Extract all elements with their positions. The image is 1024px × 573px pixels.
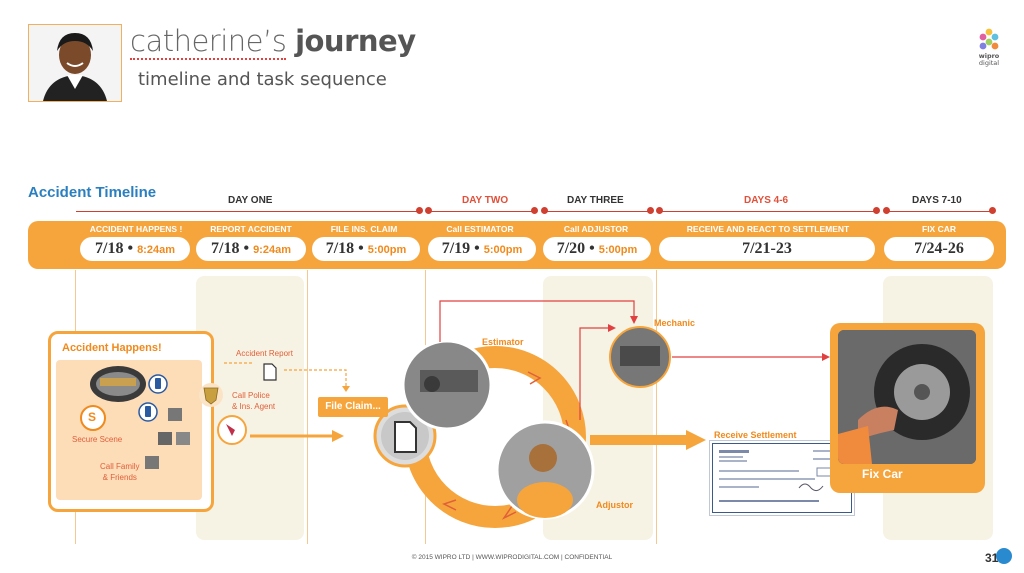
step-date: 7/18 bbox=[211, 240, 240, 257]
column-guide bbox=[656, 270, 657, 544]
step-date-pill: 7/24-26 bbox=[884, 237, 994, 261]
phone-icon bbox=[138, 402, 158, 422]
step-date-pill: 7/18 • 8:24am bbox=[80, 237, 190, 261]
timeline-marker bbox=[873, 207, 880, 214]
police-badge-icon bbox=[199, 383, 223, 407]
call-police-label: Call Police & Ins. Agent bbox=[232, 391, 276, 411]
footer-text: © 2015 WIPRO LTD | WWW.WIPRODIGITAL.COM … bbox=[411, 554, 613, 561]
day-divider-line bbox=[661, 211, 874, 212]
wipro-logo-icon bbox=[972, 26, 1006, 70]
day-label: DAY TWO bbox=[462, 195, 509, 206]
accident-report-label: Accident Report bbox=[236, 349, 293, 358]
step-date-pill: 7/19 • 5:00pm bbox=[428, 237, 536, 261]
step-date-pill: 7/20 • 5:00pm bbox=[543, 237, 651, 261]
step-time: 8:24am bbox=[137, 244, 175, 256]
phone-icon bbox=[148, 374, 168, 394]
day-label: DAY ONE bbox=[228, 195, 273, 206]
day-label: DAYS 7-10 bbox=[912, 195, 962, 206]
step-date: 7/21-23 bbox=[742, 240, 792, 257]
secure-scene-icon-letter: S bbox=[88, 410, 97, 424]
page-badge-icon bbox=[996, 548, 1012, 564]
day-divider-line bbox=[887, 211, 993, 212]
step-date-pill: 7/18 • 9:24am bbox=[196, 237, 306, 261]
step-time: 5:00pm bbox=[483, 244, 523, 256]
step-date: 7/18 bbox=[325, 240, 355, 257]
step-title: ACCIDENT HAPPENS ! bbox=[89, 224, 183, 234]
document-icon bbox=[263, 363, 277, 381]
page-number: 31 bbox=[985, 551, 999, 565]
step-date: 7/19 bbox=[441, 240, 471, 257]
receive-settlement-label: Receive Settlement bbox=[714, 430, 797, 440]
page-title: catherine’s journey bbox=[130, 24, 416, 60]
step-date-pill: 7/21-23 bbox=[659, 237, 875, 261]
logo-line-1: wipro bbox=[978, 52, 1000, 60]
car-crash-photo-icon bbox=[90, 366, 146, 402]
settlement-check-image bbox=[712, 443, 852, 513]
fix-car-label: Fix Car bbox=[862, 467, 903, 481]
step-title: Call ESTIMATOR bbox=[446, 224, 514, 234]
day-divider-line bbox=[546, 211, 650, 212]
friend-photo-icon bbox=[145, 456, 159, 469]
timeline-label: Accident Timeline bbox=[28, 184, 157, 201]
timeline-marker bbox=[416, 207, 423, 214]
flow-arrow bbox=[579, 327, 610, 420]
file-claim-tag: File Claim... bbox=[318, 397, 388, 417]
day-label: DAYS 4-6 bbox=[744, 195, 789, 206]
adjustor-label: Adjustor bbox=[596, 500, 633, 510]
day-label: DAY THREE bbox=[567, 195, 624, 206]
step-time: 5:00pm bbox=[598, 244, 638, 256]
step-time: 9:24am bbox=[253, 244, 291, 256]
secure-scene-icon bbox=[80, 405, 106, 431]
step-date: 7/20 bbox=[556, 240, 586, 257]
step-title: RECEIVE AND REACT TO SETTLEMENT bbox=[686, 224, 850, 234]
call-family-label: Call Family & Friends bbox=[100, 462, 140, 482]
friend-photo-icon bbox=[168, 408, 182, 421]
mechanic-photo-icon bbox=[609, 326, 671, 388]
timeline-marker bbox=[656, 207, 663, 214]
timeline-marker bbox=[425, 207, 432, 214]
estimator-photo-icon bbox=[401, 339, 493, 431]
step-time: 5:00pm bbox=[367, 244, 407, 256]
day-divider-line bbox=[76, 211, 417, 212]
estimator-label: Estimator bbox=[482, 337, 524, 347]
step-title: REPORT ACCIDENT bbox=[210, 224, 292, 234]
flow-arrow bbox=[439, 300, 635, 342]
title-name: catherine’s bbox=[130, 24, 287, 60]
column-shade bbox=[196, 276, 304, 540]
timeline-marker bbox=[883, 207, 890, 214]
step-date: 7/24-26 bbox=[914, 240, 964, 257]
timeline-marker bbox=[647, 207, 654, 214]
step-date-pill: 7/18 • 5:00pm bbox=[312, 237, 420, 261]
avatar bbox=[28, 24, 122, 102]
timeline-marker bbox=[989, 207, 996, 214]
step-date: 7/18 bbox=[95, 240, 124, 257]
accident-box-title: Accident Happens! bbox=[62, 342, 162, 354]
secure-scene-label: Secure Scene bbox=[72, 435, 123, 444]
column-guide bbox=[307, 270, 308, 544]
page-subtitle: timeline and task sequence bbox=[138, 69, 387, 90]
adjustor-photo-icon bbox=[495, 420, 595, 520]
timeline-marker bbox=[531, 207, 538, 214]
logo-text: wipro digital bbox=[970, 53, 1008, 67]
title-word: journey bbox=[295, 24, 416, 58]
timeline-marker bbox=[541, 207, 548, 214]
step-title: FIX CAR bbox=[922, 224, 956, 234]
step-title: FILE INS. CLAIM bbox=[330, 224, 398, 234]
step-title: Call ADJUSTOR bbox=[563, 224, 629, 234]
flow-arrow bbox=[284, 369, 347, 388]
tire-repair-photo-icon bbox=[838, 330, 976, 464]
logo-line-2: digital bbox=[978, 59, 1000, 67]
day-divider-line bbox=[431, 211, 532, 212]
mechanic-label: Mechanic bbox=[654, 318, 696, 328]
insurance-agent-icon bbox=[217, 415, 247, 445]
friend-photo-icon bbox=[176, 432, 190, 445]
friend-photo-icon bbox=[158, 432, 172, 445]
